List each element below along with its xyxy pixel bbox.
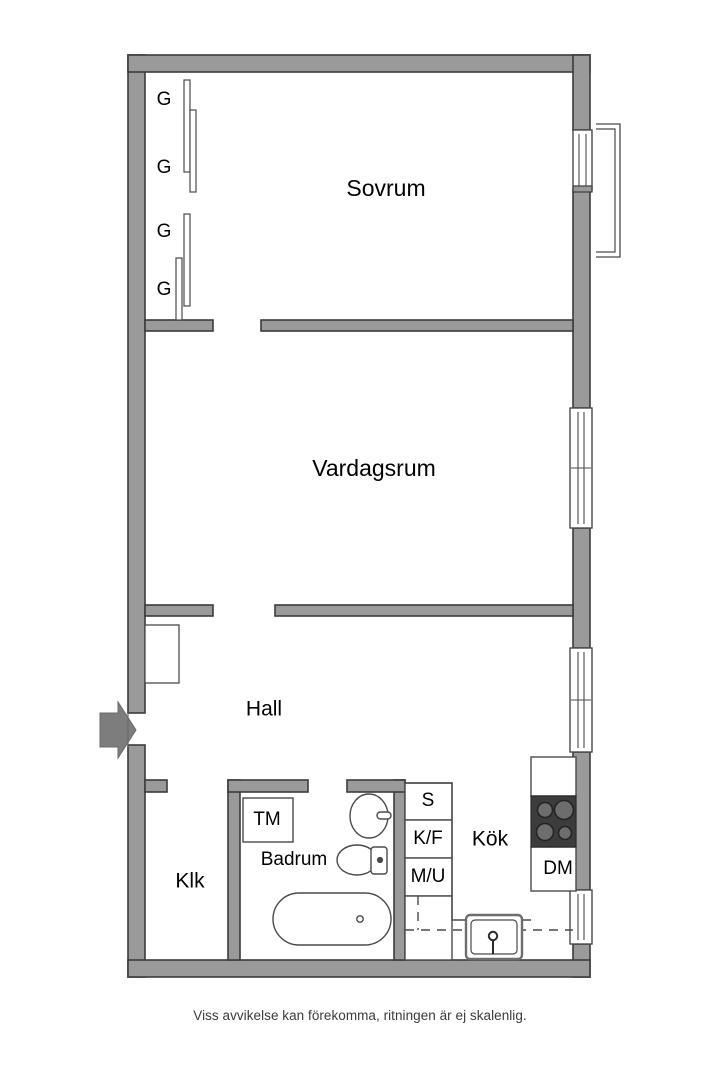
room-label-vardagsrum: Vardagsrum — [312, 455, 436, 481]
fixture-label-dm: DM — [543, 858, 573, 879]
burner-1 — [536, 801, 554, 819]
exterior-wall-right-1 — [572, 54, 591, 131]
wardrobe-doors — [175, 79, 197, 321]
interior-wall-badrum-top — [346, 779, 406, 793]
interior-wall-sovrum-stub-left — [144, 319, 214, 332]
room-label-kok: Kök — [472, 828, 509, 851]
wardrobe-door-3 — [183, 213, 191, 307]
room-label-badrum: Badrum — [261, 849, 328, 870]
interior-wall-sovrum-vardagsrum — [260, 319, 574, 332]
interior-wall-klk-top-right — [227, 779, 309, 793]
interior-wall-vardagsrum-hall — [274, 604, 574, 617]
burner-2 — [553, 799, 575, 821]
wardrobe-door-2 — [189, 109, 197, 193]
interior-wall-vardagsrum-hall-stub — [144, 604, 214, 617]
cabinet-mu — [404, 857, 453, 897]
wardrobe-label-2: G — [157, 157, 172, 178]
entrance-door-arrow[interactable] — [99, 700, 137, 760]
window-kok — [569, 889, 593, 945]
fixture-label-s: S — [422, 790, 435, 811]
wardrobe-door-1 — [183, 79, 191, 173]
room-label-hall: Hall — [246, 698, 282, 721]
interior-wall-badrum-right — [393, 779, 406, 961]
room-label-sovrum: Sovrum — [346, 175, 425, 201]
room-label-klk: Klk — [175, 870, 205, 893]
exterior-wall-right-3 — [572, 527, 591, 649]
interior-wall-klk-top-left — [144, 779, 168, 793]
window-hall — [569, 647, 593, 753]
kitchen-counter-outline — [452, 783, 531, 920]
wardrobe-label-1: G — [157, 89, 172, 110]
openings — [99, 123, 621, 945]
kitchen-fixtures — [404, 756, 577, 961]
room-labels: Sovrum Vardagsrum Hall Klk Badrum Kök — [175, 175, 508, 892]
wardrobe-label-4: G — [157, 279, 172, 300]
exterior-wall-right-2 — [572, 189, 591, 409]
stove — [530, 795, 577, 848]
fixture-label-kf: K/F — [413, 828, 443, 849]
bathroom-fixtures — [242, 793, 392, 946]
toilet — [336, 844, 388, 876]
balcony-door[interactable] — [572, 123, 621, 258]
fixture-label-tm: TM — [253, 809, 280, 830]
dishwasher-box — [530, 846, 577, 892]
wardrobe-door-4 — [175, 257, 183, 321]
fixture-label-mu: M/U — [411, 866, 446, 887]
wardrobe-labels: G G G G — [157, 89, 172, 300]
cabinet-lower — [404, 895, 453, 961]
hall-niche-cabinet — [144, 624, 180, 684]
exterior-wall-left-lower — [127, 744, 146, 978]
cabinet-kf — [404, 819, 453, 859]
washbasin — [349, 793, 392, 839]
burner-4 — [557, 825, 573, 841]
window-vardagsrum — [569, 407, 593, 529]
exterior-wall-left-upper — [127, 54, 146, 714]
washing-machine-box — [242, 797, 294, 843]
bathtub — [272, 892, 392, 946]
exterior-wall-bottom — [127, 959, 591, 978]
kitchen-sink — [464, 913, 524, 961]
fixture-labels: TM S K/F M/U DM — [253, 790, 573, 887]
kitchen-counter-top — [530, 756, 577, 797]
wardrobe-label-3: G — [157, 221, 172, 242]
burner-3 — [535, 822, 555, 842]
wall-structure — [127, 54, 591, 978]
exterior-wall-top — [127, 54, 591, 73]
interior-wall-klk-right — [227, 779, 241, 961]
disclaimer-caption: Viss avvikelse kan förekomma, ritningen … — [193, 1008, 527, 1023]
